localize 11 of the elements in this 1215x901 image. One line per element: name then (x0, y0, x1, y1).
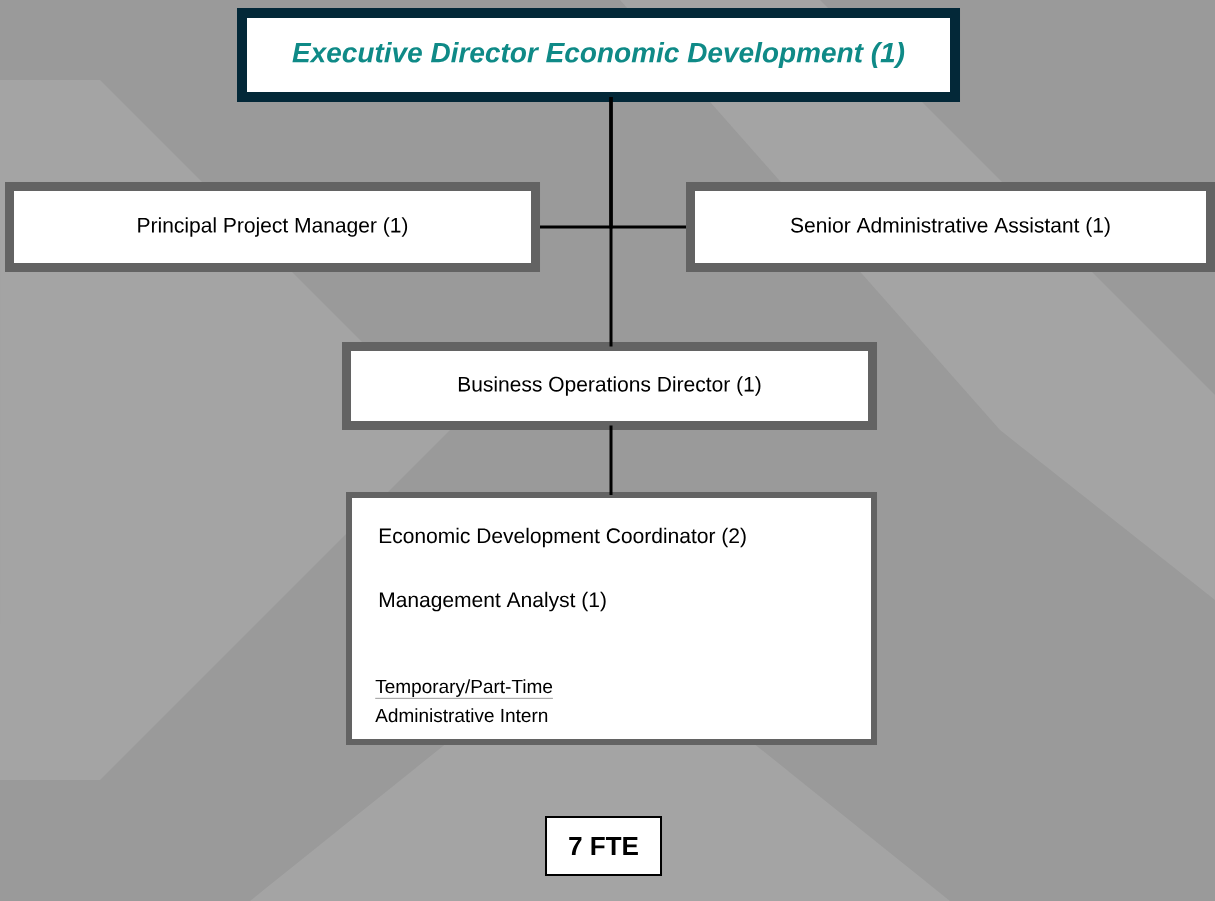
role-text: Economic Development Coordinator (2) (379, 527, 746, 548)
total-box: 7 FTE (545, 816, 662, 876)
position-box: Business Operations Director (1) (342, 342, 877, 430)
position-box: Principal Project Manager (1) (5, 182, 540, 272)
section-heading: Temporary/Part-Time (375, 679, 554, 699)
position-box: Senior Administrative Assistant (1) (686, 182, 1215, 272)
role-text: Administrative Intern (375, 708, 548, 723)
position-box: Executive Director Economic Development (1) (237, 8, 960, 102)
connector-line (609, 97, 613, 347)
role-text: Management Analyst (1) (379, 591, 606, 612)
connector-line (609, 425, 613, 495)
